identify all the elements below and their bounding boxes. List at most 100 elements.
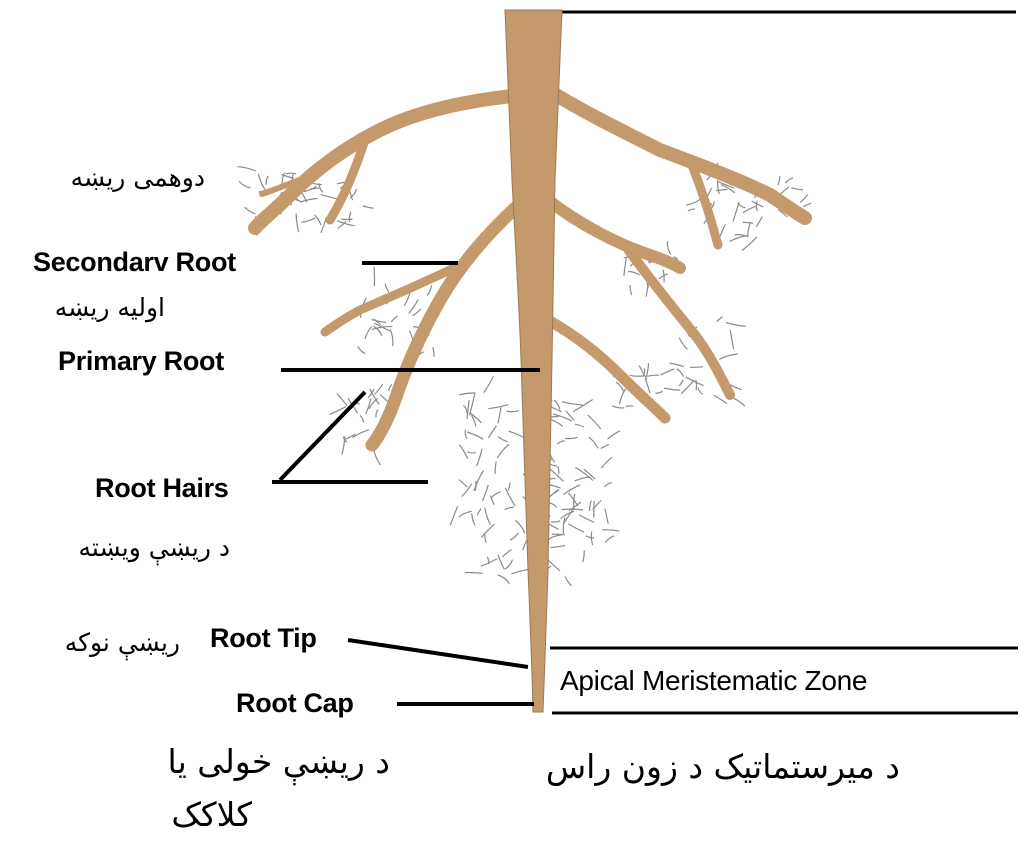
root-hair-stroke bbox=[573, 400, 593, 412]
root-hair-stroke bbox=[778, 176, 780, 185]
root-hair-stroke bbox=[484, 376, 494, 392]
root-hair-stroke bbox=[508, 483, 510, 491]
root-hair-stroke bbox=[483, 485, 489, 501]
pashto-secondary-root: دوهمی ریښه bbox=[71, 165, 205, 190]
label-apical-meristematic-zone: Apical Meristematic Zone bbox=[560, 667, 867, 695]
root-hair-stroke bbox=[586, 536, 594, 538]
root-hair-stroke bbox=[730, 330, 734, 349]
root-hair-stroke bbox=[468, 452, 476, 453]
root-hair-stroke bbox=[620, 389, 626, 404]
root-hair-stroke bbox=[605, 509, 608, 524]
root-hair-stroke bbox=[365, 326, 372, 339]
root-hair-stroke bbox=[719, 354, 738, 360]
root-hair-stroke bbox=[459, 393, 475, 395]
root-hair-stroke bbox=[465, 573, 483, 574]
root-hair-stroke bbox=[258, 174, 265, 190]
root-hair-stroke bbox=[696, 380, 697, 391]
root-hair-stroke bbox=[602, 530, 619, 531]
root-hair-stroke bbox=[679, 380, 683, 386]
root-hair-stroke bbox=[474, 471, 484, 492]
root-hair-stroke bbox=[300, 199, 318, 203]
root-hair-stroke bbox=[238, 167, 256, 171]
root-hair-stroke bbox=[575, 424, 584, 427]
root-hair-stroke bbox=[498, 555, 504, 570]
root-hair-stroke bbox=[551, 521, 560, 522]
root-hair-stroke bbox=[391, 316, 398, 322]
root-hair-stroke bbox=[664, 388, 680, 390]
root-hair-stroke bbox=[601, 457, 612, 468]
root-hair-stroke bbox=[590, 501, 592, 511]
root-hair-stroke bbox=[374, 450, 381, 465]
root-hair-stroke bbox=[375, 384, 383, 394]
root-hair-stroke bbox=[352, 430, 369, 438]
root-hair-stroke bbox=[648, 375, 660, 376]
root-hair-stroke bbox=[639, 366, 647, 380]
root-hair-stroke bbox=[583, 550, 584, 561]
root-hair-stroke bbox=[374, 267, 375, 286]
root-hair-stroke bbox=[505, 507, 514, 509]
root-hair-stroke bbox=[515, 520, 524, 533]
pashto-root-tip: ریښې نوکه bbox=[65, 630, 180, 655]
root-hair-stroke bbox=[645, 379, 650, 393]
root-hair-stroke bbox=[605, 536, 614, 543]
root-hair-stroke bbox=[733, 202, 739, 221]
root-hair-stroke bbox=[498, 575, 510, 584]
root-hair-stroke bbox=[491, 492, 501, 498]
root-hair-stroke bbox=[686, 198, 701, 205]
pashto-primary-root: اولیه ریښه bbox=[55, 295, 165, 320]
root-hair-stroke bbox=[628, 271, 639, 274]
root-hair-stroke bbox=[505, 488, 515, 506]
root-hair-stroke bbox=[564, 485, 581, 495]
root-hair-stroke bbox=[752, 201, 764, 207]
root-hair-stroke bbox=[372, 320, 387, 323]
root-hair-stroke bbox=[626, 406, 634, 407]
root-hair-stroke bbox=[588, 415, 601, 429]
root-hair-stroke bbox=[459, 445, 467, 459]
label-secondary-root: Secondarv Root bbox=[33, 249, 236, 276]
root-hair-stroke bbox=[467, 432, 483, 439]
root-hair-stroke bbox=[470, 393, 476, 415]
root-hair-stroke bbox=[748, 223, 751, 238]
label-root-cap: Root Cap bbox=[236, 690, 354, 717]
pashto-apical-zone: د میرستماتیک د زون راس bbox=[546, 750, 900, 783]
pashto-root-cap-line2: کلاکک bbox=[171, 798, 252, 831]
root-hair-stroke bbox=[690, 367, 703, 368]
root-hair-stroke bbox=[485, 535, 486, 543]
root-hair-stroke bbox=[656, 391, 663, 393]
root-hair-stroke bbox=[463, 405, 467, 413]
root-hair-stroke bbox=[245, 207, 256, 214]
root-hair-stroke bbox=[552, 407, 562, 412]
secondary-root-upper-right bbox=[548, 90, 805, 218]
root-hair-stroke bbox=[495, 462, 496, 474]
root-hair-stroke bbox=[604, 483, 611, 487]
root-hair-stroke bbox=[477, 449, 482, 466]
root-hair-stroke bbox=[477, 509, 481, 516]
root-hair-stroke bbox=[286, 173, 296, 174]
root-hair-stroke bbox=[562, 402, 583, 405]
root-hair-stroke bbox=[742, 237, 757, 251]
root-hair-stroke bbox=[624, 259, 626, 276]
root-hair-stroke bbox=[507, 411, 519, 412]
root-hair-stroke bbox=[791, 188, 803, 190]
root-hair-stroke bbox=[579, 515, 594, 523]
root-hair-stroke bbox=[670, 363, 684, 366]
root-hair-stroke bbox=[575, 477, 591, 481]
root-hair-stroke bbox=[681, 380, 694, 393]
label-root-hairs: Root Hairs bbox=[95, 475, 229, 502]
root-hair-stroke bbox=[726, 323, 746, 327]
root-hair-stroke bbox=[337, 394, 347, 406]
root-hair-stroke bbox=[688, 209, 695, 211]
root-hair-stroke bbox=[756, 217, 762, 227]
root-hair-stroke bbox=[481, 524, 494, 538]
root-hair-stroke bbox=[390, 330, 393, 347]
root-hair-stroke bbox=[594, 501, 595, 518]
root-hair-stroke bbox=[485, 508, 491, 525]
root-hair-stroke bbox=[630, 375, 644, 376]
root-hair-stroke bbox=[551, 546, 565, 548]
root-hair-stroke bbox=[565, 437, 578, 438]
label-primary-root: Primary Root bbox=[58, 348, 224, 375]
root-hair-stroke bbox=[647, 363, 649, 377]
root-hair-stroke bbox=[608, 431, 620, 439]
root-hair-stroke bbox=[363, 206, 373, 208]
